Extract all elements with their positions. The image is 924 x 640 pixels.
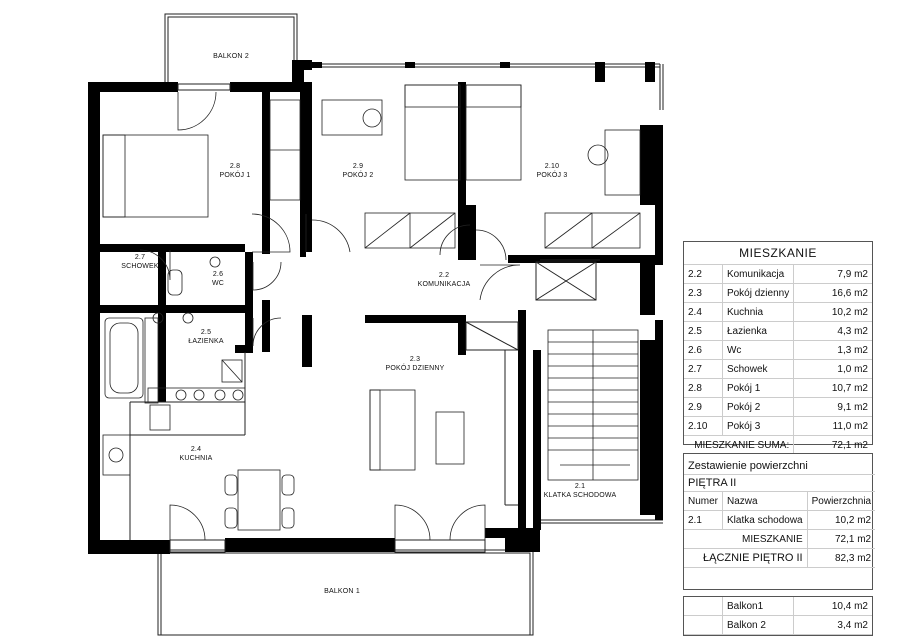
label-kuchnia-num: 2.4 <box>191 446 201 453</box>
furniture <box>102 84 641 531</box>
label-pokoj3-num: 2.10 <box>545 163 559 170</box>
label-balkon1: BALKON 1 <box>324 588 360 595</box>
room-labels: BALKON 2 2.8 POKÓJ 1 2.9 POKÓJ 2 2.10 PO… <box>121 53 616 595</box>
doors <box>139 91 521 541</box>
label-balkon2: BALKON 2 <box>213 53 249 60</box>
sum-row: MIESZKANIE SUMA:72,1 m2 <box>684 435 872 455</box>
label-lazienka-num: 2.5 <box>201 329 211 336</box>
label-kuchnia: KUCHNIA <box>180 455 213 462</box>
mieszkanie-title: MIESZKANIE <box>684 242 872 265</box>
zestawienie-title-1: Zestawienie powierzchni <box>684 454 876 475</box>
label-klatka-num: 2.1 <box>575 483 585 490</box>
label-lazienka: ŁAZIENKA <box>188 338 224 345</box>
windows <box>169 83 486 553</box>
label-schowek-num: 2.7 <box>135 254 145 261</box>
walls <box>88 60 663 554</box>
label-pokoj1: POKÓJ 1 <box>220 170 251 179</box>
label-pokoj1-num: 2.8 <box>230 163 240 170</box>
label-wc-num: 2.6 <box>213 271 223 278</box>
label-klatka: KLATKA SCHODOWA <box>544 492 617 499</box>
staircase <box>547 329 639 481</box>
zestawienie-title-2: PIĘTRA II <box>684 474 876 492</box>
label-dzienny-num: 2.3 <box>410 356 420 363</box>
label-pokoj3: POKÓJ 3 <box>537 170 568 179</box>
label-dzienny: POKÓJ DZIENNY <box>386 363 445 372</box>
label-pokoj2: POKÓJ 2 <box>343 170 374 179</box>
label-wc: WC <box>212 280 224 287</box>
label-komunikacja-num: 2.2 <box>439 272 449 279</box>
label-schowek: SCHOWEK <box>121 263 159 270</box>
label-pokoj2-num: 2.9 <box>353 163 363 170</box>
label-komunikacja: KOMUNIKACJA <box>418 281 471 288</box>
